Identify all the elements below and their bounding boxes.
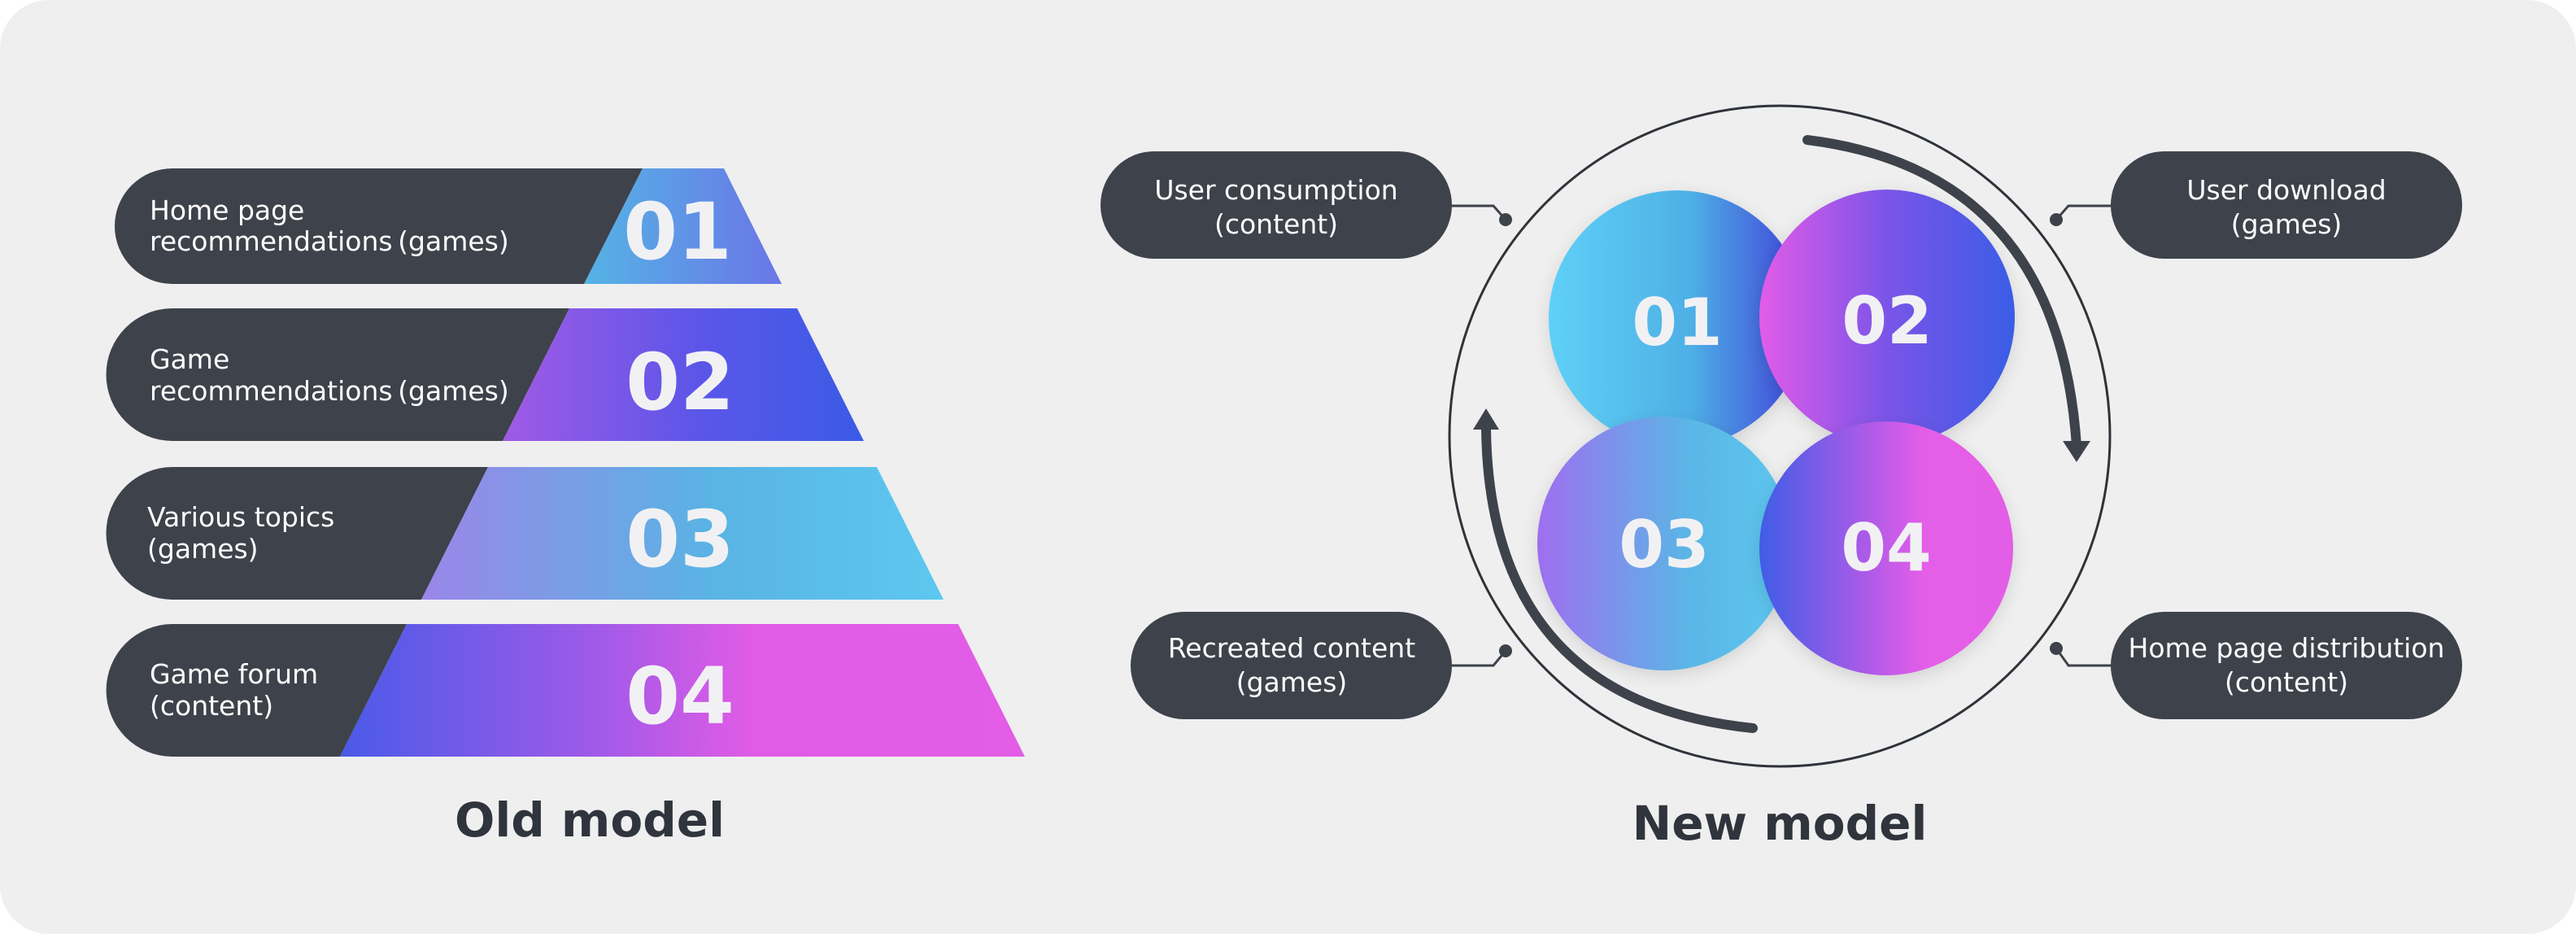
circle-02 [1759, 190, 2015, 445]
pyramid-layer-02: Game recommendations (games) 02 [106, 308, 864, 441]
circle-01-number: 01 [1632, 285, 1722, 360]
layer-04-label-bg [106, 624, 407, 757]
callout-home-page-distribution-connector [2055, 648, 2111, 667]
pyramid-layer-04: Game forum (content) 04 [106, 624, 1025, 757]
callout-recreated-content-line-2: (games) [1236, 666, 1348, 698]
layer-01-band [584, 168, 782, 284]
callout-recreated-content-line-1: Recreated content [1168, 632, 1415, 664]
new-model-title: New model [1632, 796, 1928, 851]
layer-02-label-bg [106, 308, 569, 441]
layer-03-label-line-1: Various topics [147, 501, 334, 533]
layer-04-band [340, 624, 1025, 757]
arrow-head-up-icon [1473, 408, 1499, 430]
layer-04-label-line-2: (content) [150, 690, 273, 722]
callout-user-consumption: User consumption (content) [1101, 151, 1512, 259]
layer-01-label-line-1: Home page [150, 194, 304, 226]
circle-04 [1759, 421, 2013, 675]
old-model-title: Old model [455, 792, 725, 848]
cycle-outer-ring [1448, 104, 2112, 768]
cycle-arrow-right [1802, 135, 2081, 451]
layer-01-number: 01 [623, 186, 732, 277]
layer-02-label-line-2: recommendations (games) [150, 375, 509, 407]
callout-user-consumption-pill [1101, 151, 1452, 259]
callout-home-page-distribution: Home page distribution (content) [2050, 612, 2462, 719]
layer-03-label-bg [106, 467, 488, 600]
callout-home-page-distribution-pill [2111, 612, 2462, 719]
callout-recreated-content: Recreated content (games) [1131, 612, 1512, 719]
layer-02-band [503, 308, 864, 441]
circle-01 [1549, 190, 1806, 447]
cycle-arrow-left [1481, 425, 1758, 733]
layer-03-label-line-2: (games) [147, 533, 259, 565]
callout-recreated-content-pill [1131, 612, 1452, 719]
pyramid-layer-01: Home page recommendations (games) 01 [115, 168, 782, 284]
layer-01-label-line-2: recommendations (games) [150, 225, 509, 257]
old-model: Home page recommendations (games) 01 Gam… [106, 168, 1025, 848]
callout-user-consumption-connector [1452, 204, 1507, 220]
circle-04-number: 04 [1841, 510, 1931, 586]
callout-home-page-distribution-line-1: Home page distribution [2129, 632, 2445, 664]
connector-dot-icon [1499, 644, 1512, 657]
connector-dot-icon [1499, 213, 1512, 226]
layer-04-number: 04 [625, 651, 734, 742]
callout-user-download-pill [2111, 151, 2462, 259]
callout-home-page-distribution-line-2: (content) [2225, 666, 2348, 698]
layer-02-label-line-1: Game [150, 343, 229, 375]
circle-03-number: 03 [1619, 507, 1709, 583]
new-model: 01 02 03 04 User consumption (content) U… [1101, 104, 2462, 851]
connector-dot-icon [2050, 642, 2063, 655]
callout-user-download-connector [2055, 204, 2111, 220]
arrow-head-down-icon [2063, 441, 2090, 462]
callout-recreated-content-connector [1452, 650, 1507, 667]
layer-03-number: 03 [625, 494, 734, 585]
callout-user-consumption-line-1: User consumption [1154, 174, 1397, 206]
pyramid-layer-03: Various topics (games) 03 [106, 467, 944, 600]
layer-03-band [421, 467, 944, 600]
circle-02-number: 02 [1842, 283, 1932, 359]
layer-04-label-line-1: Game forum [150, 658, 318, 690]
circle-03 [1537, 417, 1791, 670]
callout-user-consumption-line-2: (content) [1214, 208, 1338, 240]
connector-dot-icon [2050, 213, 2063, 226]
callout-user-download-line-1: User download [2186, 174, 2386, 206]
callout-user-download-line-2: (games) [2231, 208, 2343, 240]
layer-01-label-bg [115, 168, 643, 284]
callout-user-download: User download (games) [2050, 151, 2462, 259]
layer-02-number: 02 [625, 337, 734, 428]
